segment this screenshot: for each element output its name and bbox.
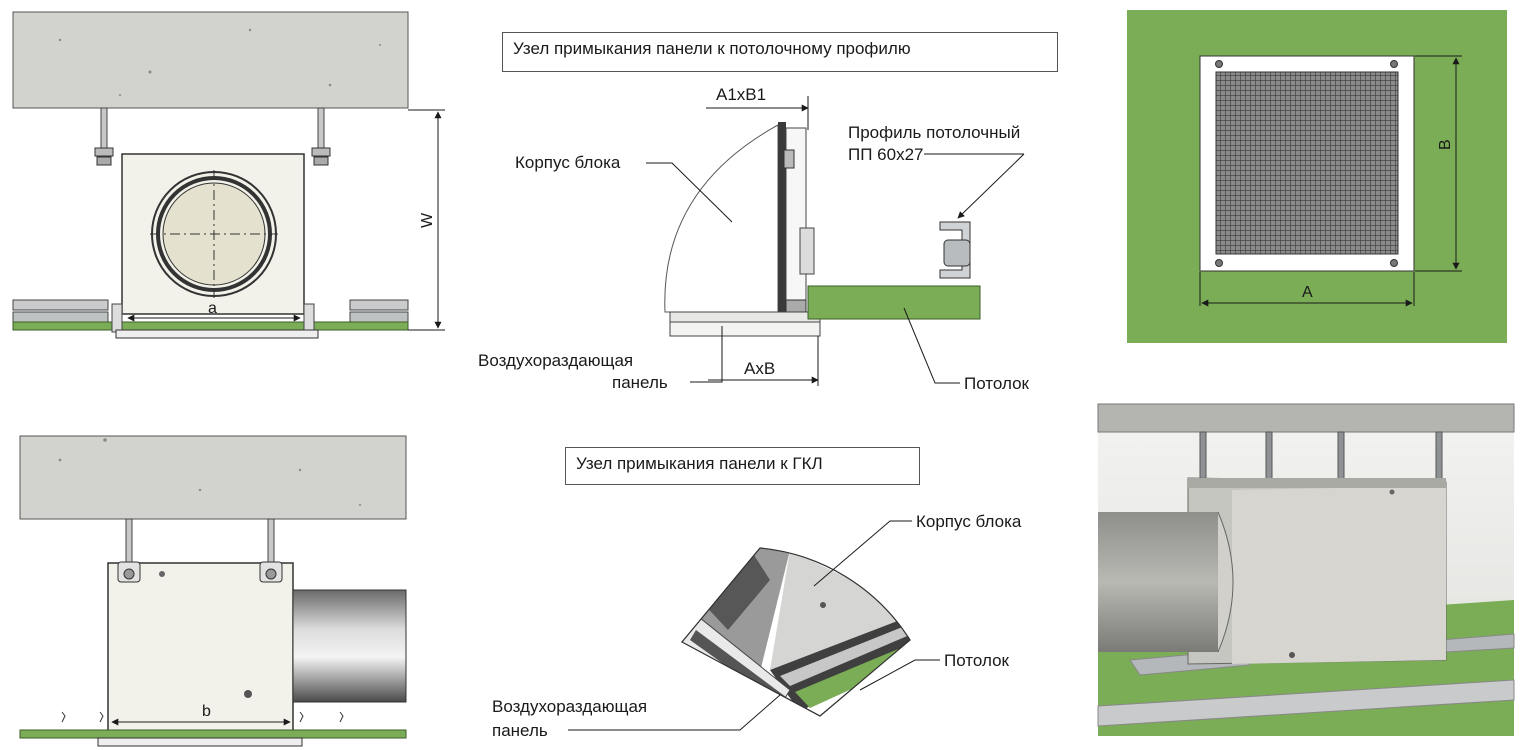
bolt-icon [117, 561, 283, 583]
duct-icon [292, 589, 407, 703]
dim-A1xB1: A1xB1 [716, 85, 766, 104]
gkl-label-ceiling: Потолок [944, 651, 1010, 670]
gkl-label-air-panel-2: панель [492, 721, 548, 740]
gkl-node-title: Узел примыкания панели к ГКЛ [565, 447, 920, 485]
label-ceiling-profile-2: ПП 60x27 [848, 145, 923, 164]
dim-AxB: AxB [744, 359, 775, 378]
label-air-panel-2: панель [612, 373, 668, 392]
dim-a: a [208, 300, 217, 317]
concrete-slab-2 [19, 435, 407, 520]
duct-icon [1098, 512, 1218, 652]
label-air-panel-1: Воздухораздающая [478, 351, 633, 370]
render-3d [1097, 403, 1515, 736]
gkl-node-detail: Корпус блока Потолок Воздухораздающая па… [492, 512, 1022, 740]
profile-node-title: Узел примыкания панели к потолочному про… [502, 32, 1058, 72]
grille-plan-view: A B [1127, 10, 1507, 343]
label-ceiling: Потолок [964, 374, 1030, 393]
dim-b: b [202, 703, 211, 720]
side-view-bottom: b [19, 435, 407, 747]
label-unit-body: Корпус блока [515, 153, 621, 172]
dim-A: A [1302, 284, 1313, 301]
dim-W: W [419, 212, 436, 228]
grille-icon [1215, 71, 1399, 255]
concrete-slab [12, 11, 409, 109]
front-view-top: a W [12, 11, 445, 339]
profile-node-section: A1xB1 AxB Корпус блока Профиль потолочны… [478, 85, 1030, 393]
label-ceiling-profile-1: Профиль потолочный [848, 123, 1020, 142]
gkl-label-air-panel-1: Воздухораздающая [492, 697, 647, 716]
bolt-icon [94, 147, 331, 166]
gkl-label-unit-body: Корпус блока [916, 512, 1022, 531]
dim-B: B [1437, 139, 1454, 150]
